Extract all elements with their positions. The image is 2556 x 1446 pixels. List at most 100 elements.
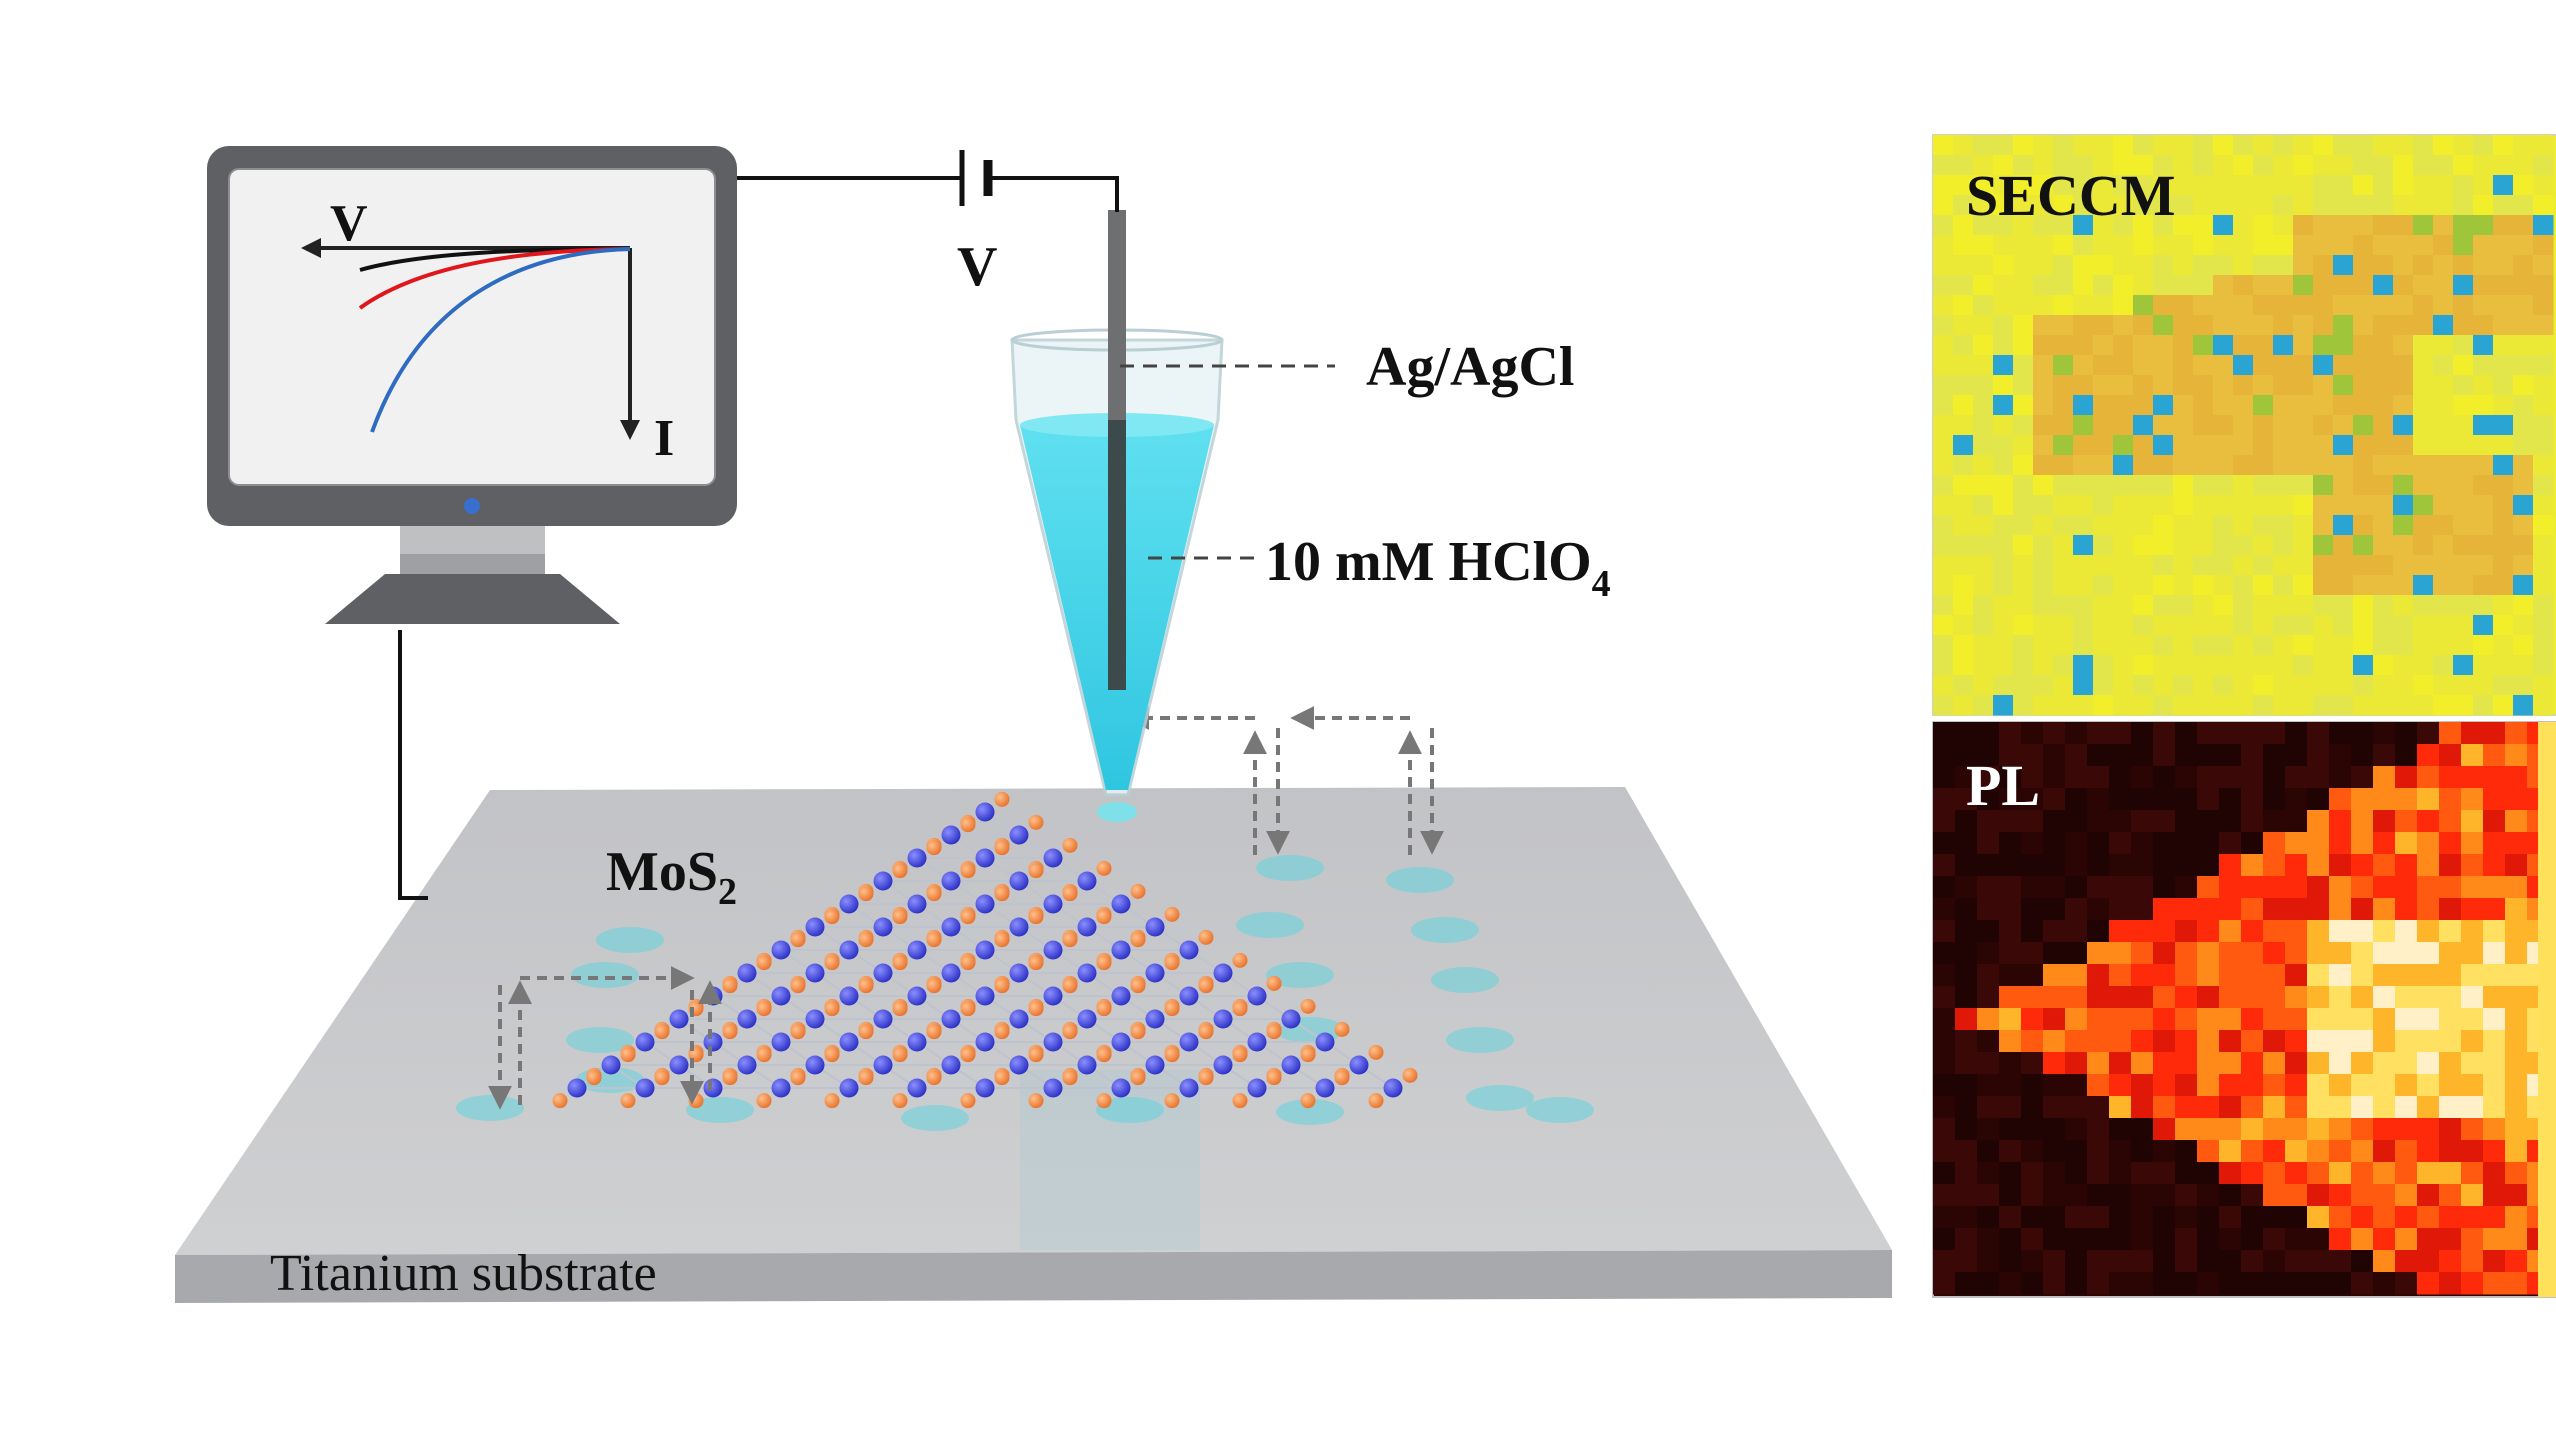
- pl-pixel: [2373, 854, 2396, 877]
- molybdenum-atom: [839, 940, 859, 960]
- seccm-pixel: [2293, 475, 2314, 496]
- seccm-pixel: [2473, 675, 2494, 696]
- mos2-lattice: [552, 791, 1418, 1109]
- sulfur-atom: [620, 1093, 636, 1109]
- pl-pixel: [2461, 1228, 2484, 1251]
- sulfur-atom: [1232, 1093, 1248, 1109]
- sulfur-atom: [994, 886, 1010, 902]
- seccm-pixel: [2493, 195, 2514, 216]
- pl-pixel: [2197, 810, 2220, 833]
- seccm-pixel: [2513, 175, 2534, 196]
- pl-pixel: [2285, 1118, 2308, 1141]
- seccm-pixel: [2053, 495, 2074, 516]
- seccm-pixel: [2113, 315, 2134, 336]
- pl-pixel: [2417, 810, 2440, 833]
- molybdenum-atom: [975, 848, 995, 868]
- seccm-pixel: [2193, 475, 2214, 496]
- seccm-pixel: [2213, 595, 2234, 616]
- seccm-pixel: [2093, 335, 2114, 356]
- seccm-pixel: [1933, 295, 1954, 316]
- seccm-pixel: [2453, 315, 2474, 336]
- seccm-pixel: [2253, 515, 2274, 536]
- seccm-pixel: [1973, 575, 1994, 596]
- molybdenum-atom: [737, 1055, 757, 1075]
- seccm-pixel: [2093, 635, 2114, 656]
- seccm-pixel: [2013, 335, 2034, 356]
- pl-pixel: [2263, 876, 2286, 899]
- seccm-pixel: [1933, 195, 1954, 216]
- pl-pixel: [2241, 1030, 2264, 1053]
- sulfur-atom: [1334, 1021, 1350, 1037]
- molybdenum-atom: [1179, 986, 1199, 1006]
- pl-pixel: [2197, 832, 2220, 855]
- seccm-pixel: [2473, 515, 2494, 536]
- seccm-pixel: [1933, 495, 1954, 516]
- pl-pixel: [2131, 1118, 2154, 1141]
- seccm-pixel: [2233, 695, 2254, 716]
- pl-pixel: [2087, 766, 2110, 789]
- pl-pixel: [1977, 810, 2000, 833]
- pl-pixel: [2505, 854, 2528, 877]
- seccm-pixel: [2033, 315, 2054, 336]
- seccm-pixel: [2393, 415, 2414, 436]
- sulfur-atom: [994, 932, 1010, 948]
- pl-pixel: [2505, 1228, 2528, 1251]
- seccm-pixel: [2093, 515, 2114, 536]
- seccm-pixel: [2533, 475, 2554, 496]
- seccm-pixel: [2013, 235, 2034, 256]
- pl-pixel: [2219, 1030, 2242, 1053]
- pl-pixel: [2153, 788, 2176, 811]
- pl-pixel: [2197, 1030, 2220, 1053]
- seccm-pixel: [1993, 435, 2014, 456]
- seccm-pixel: [2013, 495, 2034, 516]
- pl-pixel: [2307, 1096, 2330, 1119]
- seccm-pixel: [2313, 235, 2334, 256]
- seccm-pixel: [2153, 155, 2174, 176]
- seccm-pixel: [2213, 435, 2234, 456]
- sulfur-atom: [620, 1047, 636, 1063]
- seccm-pixel: [2233, 235, 2254, 256]
- pl-pixel: [2131, 722, 2154, 745]
- pl-pixel: [2505, 942, 2528, 965]
- molybdenum-atom: [907, 1032, 927, 1052]
- pl-pixel: [2417, 1272, 2440, 1295]
- pl-pixel: [2065, 1228, 2088, 1251]
- seccm-pixel: [2153, 535, 2174, 556]
- seccm-pixel: [2373, 215, 2394, 236]
- pl-pixel: [1999, 1272, 2022, 1295]
- seccm-pixel: [2513, 595, 2534, 616]
- seccm-pixel: [2153, 695, 2174, 716]
- pl-pixel: [2417, 964, 2440, 987]
- pl-pixel: [2307, 876, 2330, 899]
- pl-pixel: [2461, 1074, 2484, 1097]
- sulfur-atom: [926, 1070, 942, 1086]
- pl-pixel: [1977, 1228, 2000, 1251]
- pl-pixel: [2395, 810, 2418, 833]
- pl-pixel: [2285, 832, 2308, 855]
- pl-pixel: [2241, 1096, 2264, 1119]
- pl-pixel: [2241, 788, 2264, 811]
- pl-pixel: [2087, 1272, 2110, 1295]
- seccm-pixel: [2253, 135, 2274, 156]
- pl-pixel: [2241, 1008, 2264, 1031]
- pl-pixel: [2087, 1250, 2110, 1273]
- pl-pixel: [2065, 1030, 2088, 1053]
- pl-pixel: [2461, 942, 2484, 965]
- pl-pixel: [2417, 1096, 2440, 1119]
- seccm-pixel: [1933, 475, 1954, 496]
- seccm-pixel: [2413, 195, 2434, 216]
- seccm-pixel: [2313, 555, 2334, 576]
- seccm-pixel: [2233, 355, 2254, 376]
- seccm-pixel: [2153, 575, 2174, 596]
- pl-pixel: [1955, 1206, 1978, 1229]
- molybdenum-atom: [1043, 894, 1063, 914]
- seccm-pixel: [2073, 315, 2094, 336]
- sulfur-atom: [858, 1024, 874, 1040]
- seccm-pixel: [2133, 535, 2154, 556]
- seccm-pixel: [2193, 575, 2214, 596]
- sulfur-atom: [926, 840, 942, 856]
- seccm-pixel: [2313, 275, 2334, 296]
- seccm-pixel: [2153, 135, 2174, 156]
- seccm-pixel: [2213, 455, 2234, 476]
- seccm-pixel: [2313, 635, 2334, 656]
